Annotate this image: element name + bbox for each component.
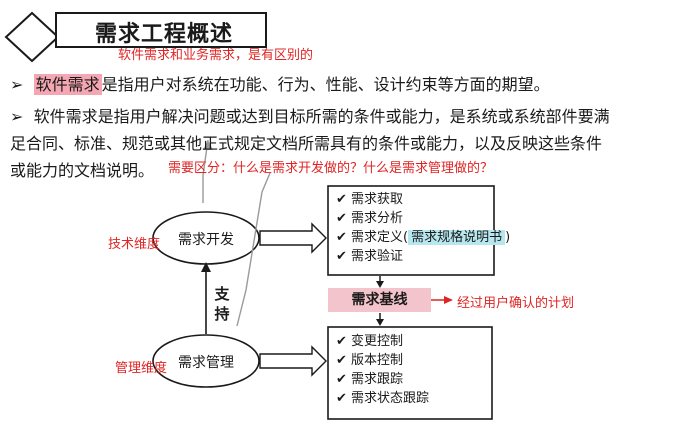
highlight-spec-doc: 需求规格说明书 [408,230,506,245]
list-item: ✔ 变更控制 [336,334,404,349]
mgmt-dimension-label: 管理维度 [115,361,168,376]
support-arrowhead [201,262,211,272]
title-box [55,12,267,48]
bullet-2: ➢ 软件需求是指用户解决问题或达到目标所需的条件或能力，是系统或系统部件要满 足… [10,103,650,184]
requirement-baseline: 需求基线 [328,288,431,312]
support-label: 支 持 [214,285,230,323]
annotation-line-gray-2 [236,172,271,327]
mgmt-block-arrow [259,345,327,377]
page-title: 需求工程概述 [95,22,234,47]
bullet-arrow-icon: ➢ [10,75,34,94]
title-diamond-icon [4,11,60,63]
note-distinguish: 需要区分：什么是需求开发做的？什么是需求管理做的？ [168,161,494,176]
list-item: ✔ 版本控制 [336,353,404,368]
bullet-arrow-icon: ➢ [10,107,34,126]
bullet-1-text: 是指用户对系统在功能、行为、性能、设计约束等方面的期望。 [101,75,550,94]
mgmt-items-box [327,326,493,420]
list-item: ✔ 需求跟踪 [336,372,404,387]
mgmt-ellipse-shape [152,334,260,388]
bullet-2-line-2: 足合同、标准、规范或其他正式规定文档所需具有的条件或能力，以及反映这些条件 [10,134,603,153]
annotation-line-gray [202,139,209,203]
bullet-1: ➢ 软件需求是指用户对系统在功能、行为、性能、设计约束等方面的期望。 [10,71,550,98]
dev-items-list: ✔ 需求获取 ✔ 需求分析 ✔ 需求定义(需求规格说明书) ✔ 需求验证 [336,190,510,266]
tech-dimension-label: 技术维度 [108,237,161,252]
list-item: ✔ 需求验证 [336,249,404,264]
mgmt-items-list: ✔ 变更控制 ✔ 版本控制 ✔ 需求跟踪 ✔ 需求状态跟踪 [336,332,429,408]
list-item: ✔ 需求获取 [336,192,404,207]
highlight-software-requirement: 软件需求 [33,74,102,95]
list-item: ✔ 需求状态跟踪 [336,391,430,406]
dev-block-arrow [259,222,327,254]
annotation-line-arrowhead [203,140,213,150]
note-top: 软件需求和业务需求，是有区别的 [118,48,314,63]
mgmt-ellipse-label: 需求管理 [178,355,234,371]
list-item: ✔ 需求定义(需求规格说明书) [336,230,511,245]
bullet-2-line-3: 或能力的文档说明。 [10,161,155,180]
list-item: ✔ 需求分析 [336,211,404,226]
dev-ellipse-label: 需求开发 [178,232,234,248]
confirmed-plan-label: 经过用户确认的计划 [457,296,575,311]
bullet-2-line-1: 软件需求是指用户解决问题或达到目标所需的条件或能力，是系统或系统部件要满 [33,107,610,126]
